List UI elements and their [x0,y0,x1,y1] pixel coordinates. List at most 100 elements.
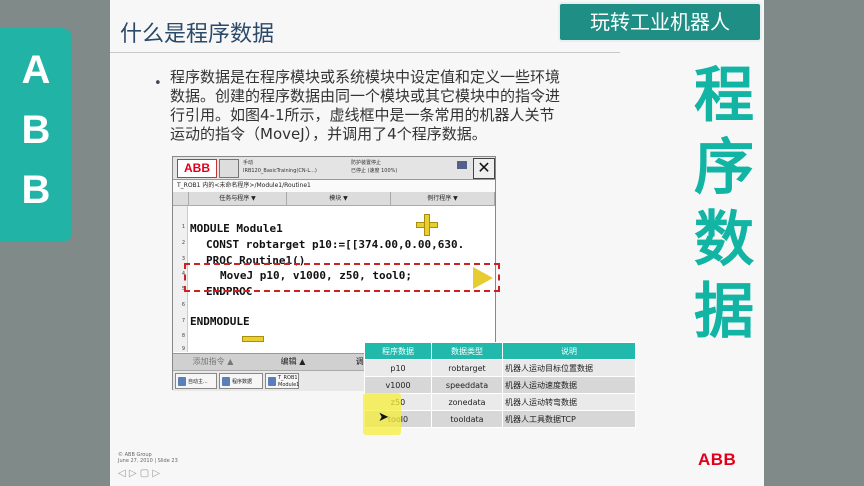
program-data-table: 程序数据 数据类型 说明 p10 robtarget 机器人运动目标位置数据 v… [364,342,636,428]
table-cell: speeddata [431,376,503,394]
abb-logo-button[interactable]: ABB [177,159,217,178]
line-number: 9 [181,346,185,352]
table-cell: p10 [364,359,432,377]
pendant-header: ABB 手动 IRB120_BasicTraining(CN-L...) 防护装… [173,157,495,180]
table-cell: 机器人运动速度数据 [502,376,636,394]
task-module-label: T_ROB1 Module1 [278,375,300,388]
cursor-highlight [363,393,401,435]
header-speed: 已停止 (速度 100%) [351,168,398,174]
header-guard: 防护装置停止 [351,160,382,166]
slide-footer: © ABB Group June 27, 2010 | Slide 23 [118,452,178,464]
line-number: 1 [181,224,185,230]
zoom-out-minus-icon[interactable] [242,336,264,342]
teach-pendant-window: ABB 手动 IRB120_BasicTraining(CN-L...) 防护装… [172,156,500,391]
line-number: 7 [181,318,185,324]
zoom-in-plus-icon[interactable] [416,214,438,236]
big-char-2: 序 [694,133,754,203]
line-number: 2 [181,240,185,246]
chevron-down-icon: ▼ [251,195,256,202]
chevron-down-icon: ▼ [453,195,458,202]
auto-icon [178,377,186,386]
big-char-1: 程 [694,61,754,131]
side-letter-b1: B [21,108,51,152]
menu-spacer [173,192,189,205]
table-row: p10 robtarget 机器人运动目标位置数据 [364,359,636,377]
table-row: tool0 tooldata 机器人工具数据TCP [364,410,636,428]
chevron-up-icon: ▲ [227,357,234,366]
chevron-down-icon: ▼ [343,195,348,202]
table-cell: v1000 [364,376,432,394]
line-number: 4 [181,271,185,277]
header-cell: 说明 [502,342,636,360]
menu-modules[interactable]: 模块 ▼ [287,192,391,205]
task-data-label: 程序数据 [232,379,253,385]
table-cell: 机器人工具数据TCP [502,410,636,428]
minimize-icon[interactable] [457,161,467,169]
table-cell: tooldata [431,410,503,428]
mouse-pointer-icon: ➤ [378,410,389,425]
play-arrow-icon [473,267,493,289]
instruction-highlight-box [184,263,500,292]
task-auto-label: 自动主... [188,379,208,385]
big-char-4: 据 [694,277,754,347]
abb-side-tab: A B B [0,28,72,242]
paragraph-line-4: 运动的指令（MoveJ），并调用了4个程序数据。 [170,125,487,143]
add-instruction-label: 添加指令 [192,357,225,366]
line-number: 5 [181,286,185,292]
table-cell: robtarget [431,359,503,377]
task-auto-main[interactable]: 自动主... [175,373,217,389]
code-line-module[interactable]: MODULE Module1 [190,222,283,235]
menu-tasks-programs[interactable]: 任务与程序 ▼ [189,192,287,205]
paragraph-line-3: 行引用。如图4-1所示，虚线框中是一条常用的机器人关节 [170,106,555,124]
menu-routines[interactable]: 例行程序 ▼ [391,192,495,205]
paragraph-line-2: 数据。创建的程序数据由同一个模块或其它模块中的指令进 [170,87,561,105]
pendant-menu-bar: 任务与程序 ▼ 模块 ▼ 例行程序 ▼ [173,192,495,206]
debug-label: 调试 [356,357,372,366]
breadcrumb: T_ROB1 内的<未命名程序>/Module1/Routine1 [173,180,495,192]
task-program-data[interactable]: 程序数据 [219,373,263,389]
line-number-gutter: 1 2 3 4 5 6 7 8 9 [173,206,188,352]
code-line-const[interactable]: CONST robtarget p10:=[[374.00,0.00,630. [206,238,465,251]
task-module[interactable]: T_ROB1 Module1 [265,373,299,389]
table-header-row: 程序数据 数据类型 说明 [364,342,636,360]
header-mode: 手动 [243,160,254,166]
line-number: 3 [181,256,185,262]
menu-tasks-label: 任务与程序 [219,195,250,202]
edit-button[interactable]: 编辑 ▲ [253,354,333,370]
table-row: v1000 speeddata 机器人运动速度数据 [364,376,636,394]
side-letter-b2: B [21,168,51,212]
big-title-vertical: 程 序 数 据 [688,60,760,348]
close-button[interactable]: ✕ [473,158,495,179]
paragraph-line-1: 程序数据是在程序模块或系统模块中设定值和定义一些环境 [170,68,561,86]
chevron-up-icon: ▲ [299,357,306,366]
side-letter-a: A [21,48,51,92]
menu-routines-label: 例行程序 [427,195,452,202]
bullet-icon: • [154,76,162,91]
code-line-movej[interactable]: MoveJ p10, v1000, z50, tool0; [220,269,413,282]
line-number: 8 [181,333,185,339]
table-cell: zonedata [431,393,503,411]
data-icon [222,377,230,386]
footer-company: © ABB Group [118,452,152,458]
header-cell: 程序数据 [364,342,432,360]
abb-footer-logo: ABB [698,450,737,469]
table-row: z50 zonedata 机器人运动转弯数据 [364,393,636,411]
robot-status-icon [219,159,239,178]
slide-title: 什么是程序数据 [120,22,275,47]
line-number: 6 [181,302,185,308]
add-instruction-button[interactable]: 添加指令 ▲ [173,354,253,370]
edit-label: 编辑 [280,357,297,366]
footer-date-slide: June 27, 2010 | Slide 23 [118,458,178,464]
header-cell: 数据类型 [431,342,503,360]
code-editor[interactable]: 1 2 3 4 5 6 7 8 9 MODULE Module1 CONST r… [173,206,500,352]
menu-modules-label: 模块 [329,195,342,202]
module-icon [268,377,276,386]
slide-nav-controls[interactable]: ◁ ▷ ▢ ▷ [118,468,161,479]
table-cell: 机器人运动转弯数据 [502,393,636,411]
big-char-3: 数 [694,205,754,275]
header-system: IRB120_BasicTraining(CN-L...) [243,168,317,174]
table-cell: 机器人运动目标位置数据 [502,359,636,377]
code-line-endmodule[interactable]: ENDMODULE [190,315,250,328]
title-divider [110,52,620,53]
course-badge: 玩转工业机器人 [558,2,762,42]
